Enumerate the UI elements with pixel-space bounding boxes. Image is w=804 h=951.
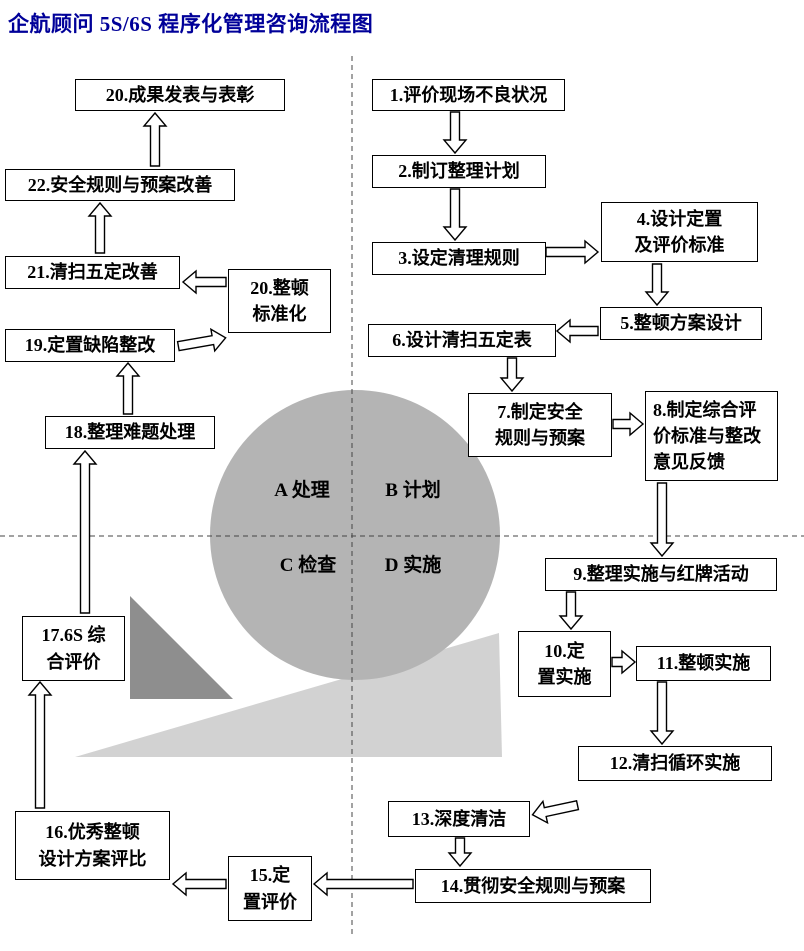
box-step-1: 1.评价现场不良状况 — [372, 79, 565, 111]
box-step-22: 22.安全规则与预案改善 — [5, 169, 235, 201]
box-step-11: 11.整顿实施 — [636, 646, 771, 681]
pdca-circle — [210, 390, 500, 680]
pdca-quadrant-b-label: B 计划 — [385, 480, 441, 501]
arrow-step2-step3 — [442, 188, 468, 242]
arrow-step5-step6 — [555, 318, 599, 344]
arrow-step20-step21 — [181, 269, 227, 295]
box-step-20-standardize: 20.整顿 标准化 — [228, 269, 331, 333]
box-step-5: 5.整顿方案设计 — [600, 307, 762, 340]
box-step-7: 7.制定安全 规则与预案 — [468, 393, 612, 457]
box-step-6: 6.设计清扫五定表 — [368, 324, 556, 357]
arrow-step12-step13 — [531, 799, 580, 825]
box-step-19: 19.定置缺陷整改 — [5, 329, 175, 362]
pdca-quadrant-a-label: A 处理 — [274, 480, 330, 501]
arrow-step3-step4 — [545, 239, 600, 265]
arrow-step15-step16 — [171, 871, 227, 897]
box-step-17: 17.6S 综 合评价 — [22, 616, 125, 681]
box-step-18: 18.整理难题处理 — [45, 416, 215, 449]
wedge-triangle-dark-icon — [130, 596, 233, 699]
box-final-presentation: 20.成果发表与表彰 — [75, 79, 285, 111]
box-step-14: 14.贯彻安全规则与预案 — [415, 869, 651, 903]
arrow-step10-step11 — [611, 649, 637, 675]
box-step-13: 13.深度清洁 — [388, 801, 530, 837]
arrow-step11-step12 — [649, 681, 675, 746]
arrow-step17-step18 — [72, 449, 98, 614]
arrow-step18-step19 — [115, 361, 141, 415]
pdca-quadrant-d-label: D 实施 — [384, 555, 442, 576]
box-step-3: 3.设定清理规则 — [372, 242, 546, 275]
box-step-16: 16.优秀整顿 设计方案评比 — [15, 811, 170, 880]
box-step-15: 15.定 置评价 — [228, 856, 312, 921]
arrow-step8-step9 — [649, 482, 675, 558]
box-step-12: 12.清扫循环实施 — [578, 746, 772, 781]
arrow-step16-step17 — [27, 680, 53, 809]
box-step-4: 4.设计定置 及评价标准 — [601, 202, 758, 262]
arrow-step4-step5 — [644, 263, 670, 307]
arrow-step19-step20 — [176, 327, 227, 353]
box-step-2: 2.制订整理计划 — [372, 155, 546, 188]
box-step-8: 8.制定综合评 价标准与整改 意见反馈 — [645, 391, 778, 481]
arrow-step14-step15 — [312, 871, 414, 897]
arrow-step9-step10 — [558, 591, 584, 631]
box-step-10: 10.定 置实施 — [518, 631, 611, 697]
arrow-step7-step8 — [612, 411, 645, 437]
box-step-9: 9.整理实施与红牌活动 — [545, 558, 777, 591]
page-title: 企航顾问 5S/6S 程序化管理咨询流程图 — [8, 12, 374, 36]
arrow-step13-step14 — [447, 837, 473, 868]
arrow-step6-step7 — [499, 357, 525, 393]
arrow-step21-step22 — [87, 201, 113, 254]
arrow-step1-step2 — [442, 111, 468, 155]
pdca-quadrant-c-label: C 检查 — [279, 555, 337, 576]
box-step-21: 21.清扫五定改善 — [5, 256, 180, 289]
arrow-step22-final — [142, 111, 168, 167]
